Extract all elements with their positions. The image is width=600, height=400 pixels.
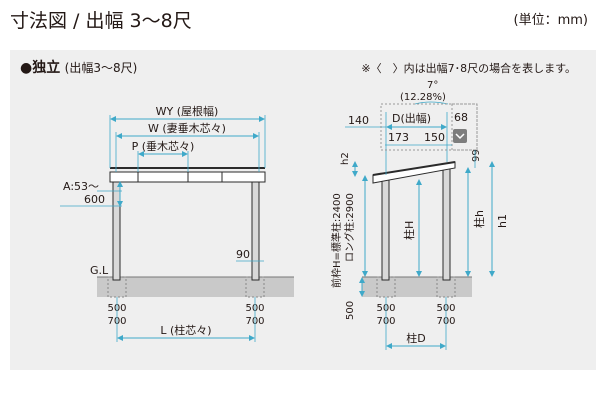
drawing-panel [10,50,596,370]
dim-99-label: 99 [471,149,482,162]
highlight-box [380,103,478,151]
hashira-d-label: 柱D [406,331,425,345]
angle-label-1: 7° [427,80,438,91]
gl-label: G.L [90,264,109,277]
post-front-left [112,181,121,281]
note-text: ※〈 〉内は出幅7･8尺の場合を表します。 [361,62,576,75]
height-label-2: ロング柱:2900 [343,193,356,262]
ground-front [97,277,294,297]
d-label: D(出幅) [392,111,431,125]
hashira-h2-label: 柱h [472,210,486,228]
side-view: 7° (12.28%) 140 D(出幅) 68 173 150 h2 99 前… [330,80,509,350]
section-sub: (出幅3〜8尺) [64,61,138,75]
post-side-back [442,167,451,281]
section-name: 独立 [32,60,61,76]
w-label: W (妻垂木芯々) [148,121,226,135]
post-front-right [251,171,260,281]
p-label: P (垂木芯々) [132,139,195,153]
ground-side [362,277,472,297]
post-side-front [381,179,390,281]
l-label: L (柱芯々) [160,323,211,337]
wy-label: WY (屋根幅) [156,104,219,118]
dim-500-label: 500 [345,301,356,320]
dim-140-label: 140 [348,114,369,127]
front-view: G.L WY (屋根幅) W (妻垂木芯々) P (垂木芯々) A:53〜 60… [60,104,294,342]
page-title: 寸法図 / 出幅 3〜8尺 [10,10,192,32]
highlight-box-right [451,103,478,151]
section-heading: ●独立 (出幅3〜8尺) [20,57,137,77]
height-label-1: 前枠H=標準柱:2400 [330,193,343,288]
bullet-icon: ● [20,60,33,76]
dim-173-label: 173 [388,131,409,144]
h1-label: h1 [496,214,509,228]
h2-label: h2 [340,152,351,165]
angle-label-2: (12.28%) [400,92,446,103]
dim-90-label: 90 [236,248,250,261]
chevron-down-icon [453,129,467,143]
roof-side-top [372,161,456,176]
angle-arc [414,101,449,105]
unit-label: (単位：mm) [513,13,588,28]
a-label-1: A:53〜 [63,180,99,193]
dim-150-label: 150 [424,131,445,144]
dim-68-label: 68 [454,111,468,124]
a-label-2: 600 [84,193,105,206]
hashira-h-label: 柱H [402,221,416,240]
chevron-down-glyph [455,133,465,140]
